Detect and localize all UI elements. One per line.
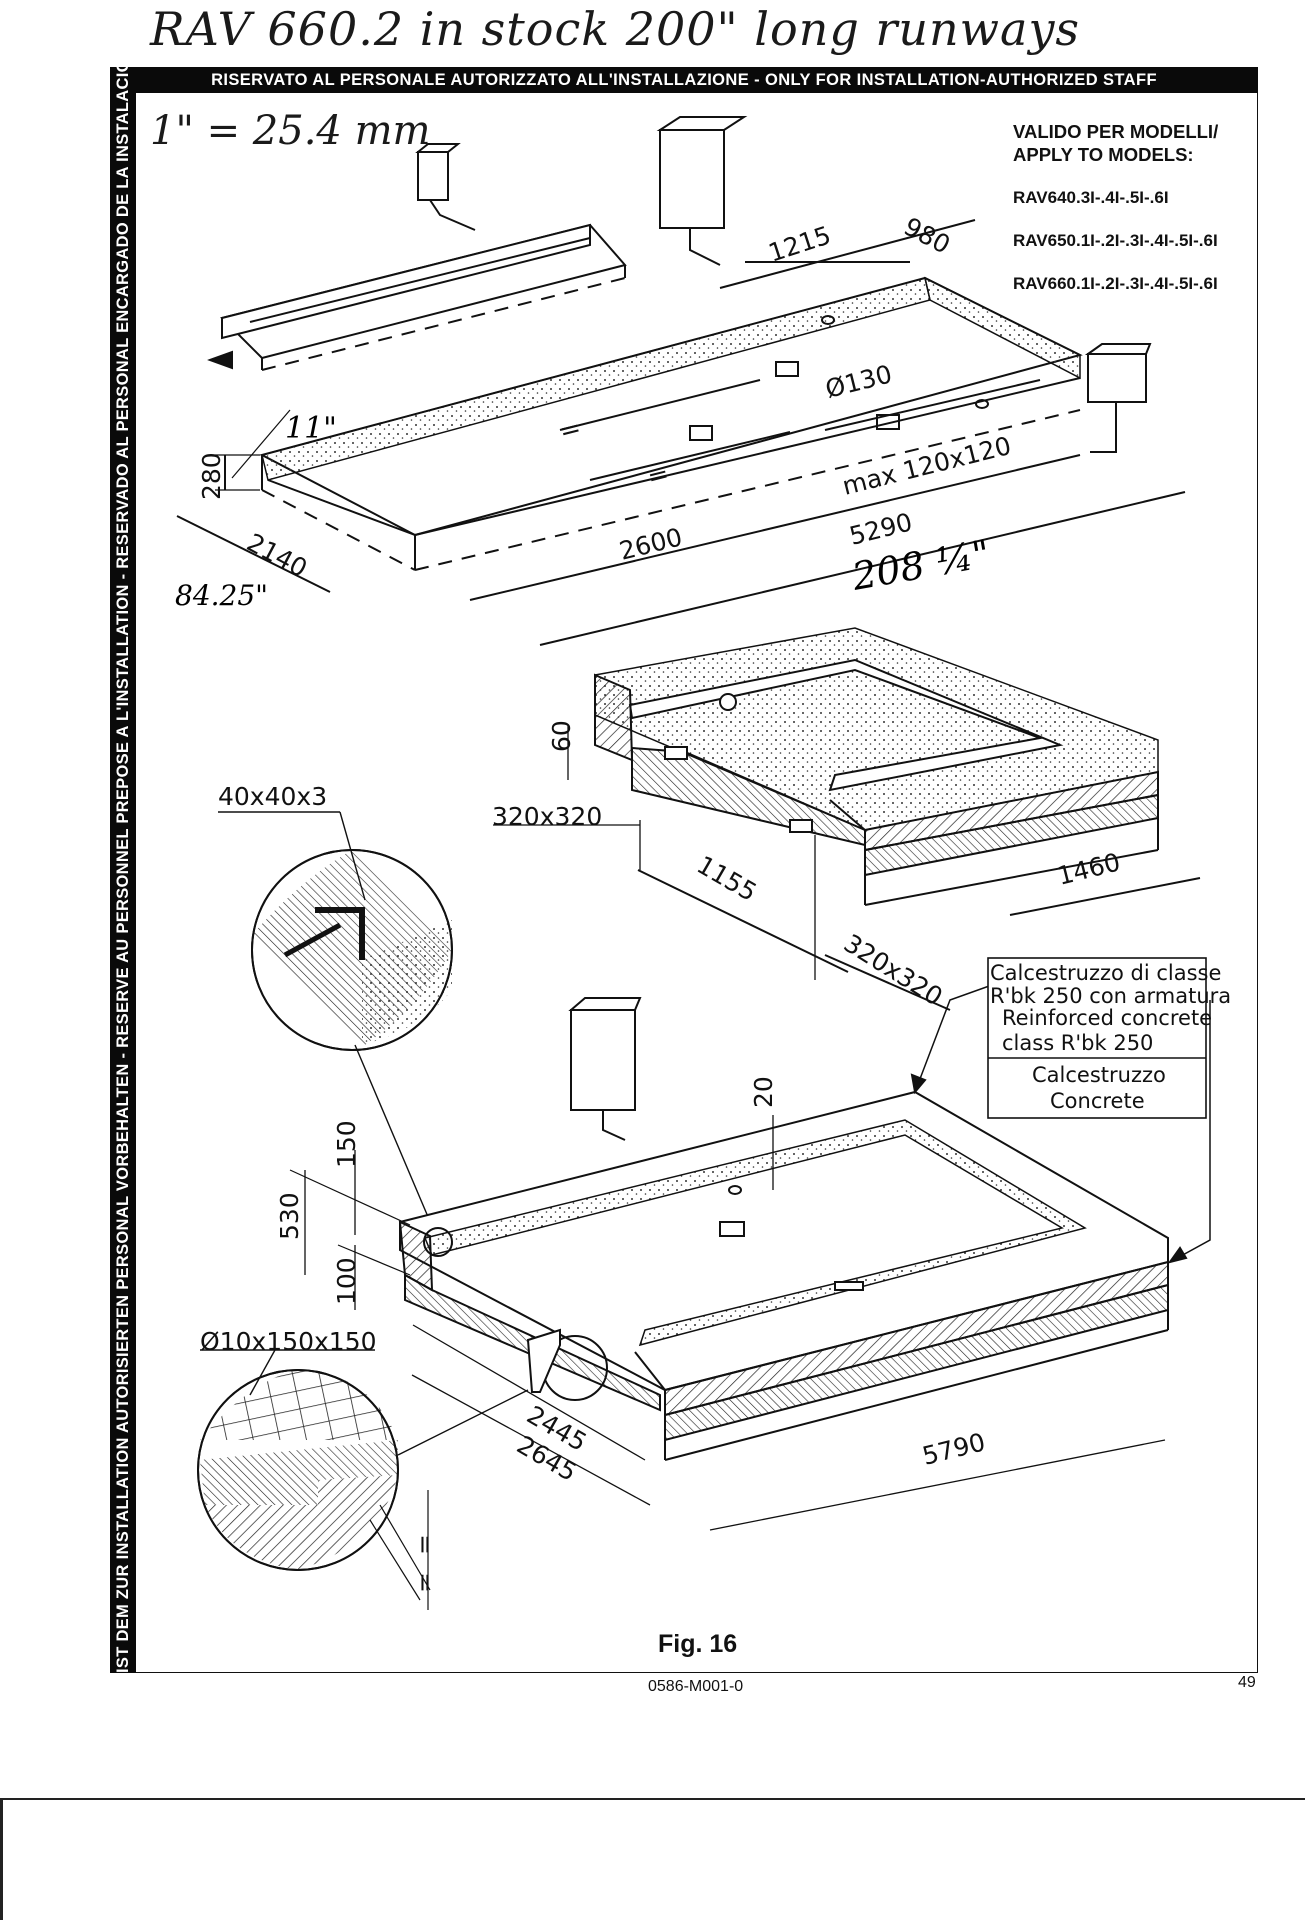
model-item-1: RAV640.3I-.4I-.5I-.6I — [1013, 188, 1169, 207]
dim-100: 100 — [332, 1257, 361, 1305]
document-code: 0586-M001-0 — [648, 1678, 744, 1695]
side-banner-bar — [110, 67, 136, 1673]
dim-11in: 11" — [285, 411, 337, 446]
dim-530: 530 — [275, 1192, 304, 1240]
scan-bottom-edge — [0, 1798, 1305, 1800]
legend-plain-1: Calcestruzzo — [1032, 1063, 1166, 1087]
dim-1155: 1155 — [692, 850, 762, 907]
dim-60: 60 — [547, 720, 576, 752]
legend-reinforced-4: class R'bk 250 — [1002, 1031, 1153, 1055]
dim-5290: 5290 — [846, 507, 915, 551]
dim-5790: 5790 — [919, 1427, 988, 1471]
angle-detail — [218, 811, 453, 1246]
mesh-detail — [197, 1349, 529, 1610]
handwritten-title-note: RAV 660.2 in stock 200" long runways — [150, 2, 1081, 56]
dim-320-a: 320x320 — [492, 802, 602, 831]
page-number: 49 — [1238, 1674, 1256, 1691]
model-item-3: RAV660.1I-.2I-.3I-.4I-.5I-.6I — [1013, 274, 1218, 293]
header-banner: RISERVATO AL PERSONALE AUTORIZZATO ALL'I… — [110, 67, 1258, 93]
middle-section-view — [493, 627, 1201, 1011]
dim-mesh: Ø10x150x150 — [200, 1327, 377, 1356]
dim-max-box: max 120x120 — [839, 431, 1014, 501]
dim-980: 980 — [899, 212, 955, 260]
model-item-2: RAV650.1I-.2I-.3I-.4I-.5I-.6I — [1013, 231, 1218, 250]
concrete-legend — [987, 957, 1207, 1119]
figure-label: Fig. 16 — [658, 1630, 738, 1658]
scan-left-edge — [0, 1798, 3, 1920]
models-heading-1: VALIDO PER MODELLI/ — [1013, 121, 1219, 142]
models-list: VALIDO PER MODELLI/ APPLY TO MODELS: RAV… — [1013, 120, 1218, 295]
bottom-foundation-view — [289, 984, 1211, 1531]
dim-320-b: 320x320 — [839, 928, 948, 1011]
top-plan-view — [176, 116, 1186, 646]
dim-84in: 84.25" — [175, 579, 268, 612]
dim-eq-4: = — [410, 1572, 439, 1593]
dim-2140: 2140 — [242, 528, 312, 583]
dim-2600: 2600 — [616, 522, 685, 566]
legend-plain-2: Concrete — [1050, 1089, 1145, 1113]
legend-reinforced-1: Calcestruzzo di classe — [990, 961, 1221, 985]
handwritten-conversion-note: 1" = 25.4 mm — [150, 108, 431, 154]
dim-angle: 40x40x3 — [218, 782, 327, 811]
dim-280: 280 — [197, 452, 226, 500]
legend-reinforced-3: Reinforced concrete — [1002, 1006, 1212, 1030]
dim-20: 20 — [749, 1076, 778, 1108]
models-heading-2: APPLY TO MODELS: — [1013, 144, 1194, 165]
dim-1460: 1460 — [1054, 847, 1123, 891]
dim-eq-3: = — [410, 1534, 439, 1555]
legend-reinforced-2: R'bk 250 con armatura — [990, 984, 1231, 1008]
dim-150: 150 — [332, 1120, 361, 1168]
